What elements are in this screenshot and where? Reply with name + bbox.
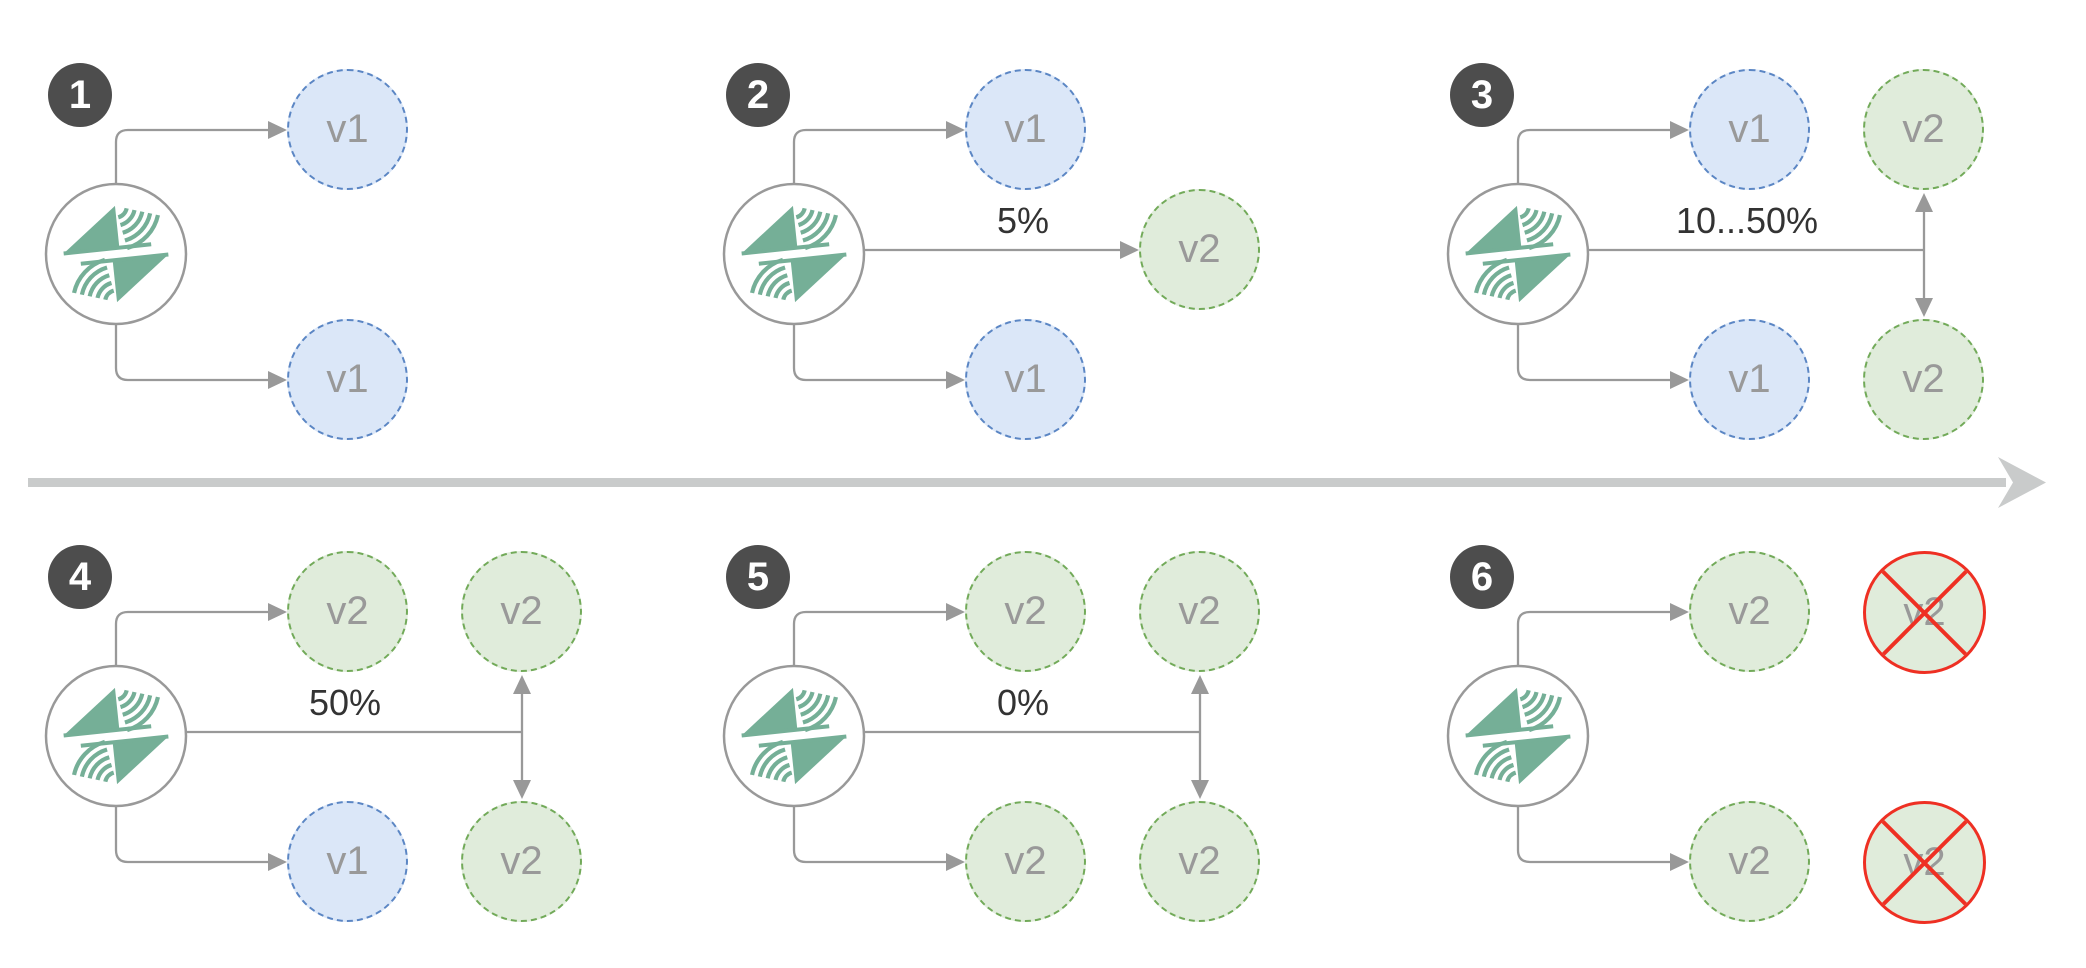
pod-canary-top-deleted: v2 [1863, 551, 1986, 674]
pod-primary-bottom: v1 [287, 801, 408, 922]
pod-primary-bottom: v2 [965, 801, 1086, 922]
flagger-load-balancer-icon [44, 182, 188, 326]
step-3-panel: 3 v1 v1 v2 v2 10...50% [1402, 0, 2086, 460]
pod-label: v2 [1728, 839, 1771, 883]
pod-primary-bottom: v1 [1689, 319, 1810, 440]
step-2-panel: 2 v1 v1 v2 5% [678, 0, 1362, 460]
flagger-load-balancer-icon [44, 664, 188, 808]
step-number: 1 [68, 72, 92, 117]
pod-label: v1 [1728, 107, 1771, 151]
timeline-arrow [28, 457, 2046, 508]
pod-label: v1 [1004, 357, 1047, 401]
flagger-load-balancer-icon [722, 664, 866, 808]
step-number: 3 [1470, 72, 1494, 117]
step-number-badge: 6 [1450, 545, 1514, 609]
step-number-badge: 1 [48, 63, 112, 127]
pod-label: v2 [1902, 107, 1945, 151]
step-number-badge: 5 [726, 545, 790, 609]
flagger-load-balancer-icon [1446, 664, 1590, 808]
pod-canary-top: v2 [1139, 551, 1260, 672]
pod-label: v1 [1728, 357, 1771, 401]
traffic-percentage-label: 0% [996, 682, 1050, 723]
pod-primary-top: v1 [965, 69, 1086, 190]
pod-primary-top: v1 [287, 69, 408, 190]
step-4-panel: 4 v2 v1 v2 v2 50% [0, 482, 684, 942]
pod-label: v1 [326, 107, 369, 151]
pod-canary-bottom: v2 [461, 801, 582, 922]
step-number: 2 [746, 72, 770, 117]
pod-canary: v2 [1139, 189, 1260, 310]
step-6-panel: 6 v2 v2 v2 v2 [1402, 482, 2086, 942]
pod-canary-top: v2 [1863, 69, 1984, 190]
traffic-percentage-label: 5% [996, 200, 1050, 241]
flagger-load-balancer-icon [722, 182, 866, 326]
pod-label: v2 [1728, 589, 1771, 633]
pod-label: v2 [1178, 589, 1221, 633]
pod-canary-bottom-deleted: v2 [1863, 801, 1986, 924]
step-number-badge: 3 [1450, 63, 1514, 127]
flagger-load-balancer-icon [1446, 182, 1590, 326]
pod-label: v1 [1004, 107, 1047, 151]
pod-label: v2 [1902, 357, 1945, 401]
step-number: 5 [746, 554, 770, 599]
pod-canary-top: v2 [461, 551, 582, 672]
pod-primary-top: v2 [1689, 551, 1810, 672]
pod-primary-bottom: v1 [965, 319, 1086, 440]
traffic-percentage-label: 10...50% [1675, 200, 1819, 241]
pod-primary-top: v1 [1689, 69, 1810, 190]
pod-canary-bottom: v2 [1863, 319, 1984, 440]
pod-primary-bottom: v1 [287, 319, 408, 440]
pod-label: v2 [1178, 839, 1221, 883]
pod-label: v2 [326, 589, 369, 633]
pod-label: v2 [500, 839, 543, 883]
step-1-panel: 1 v1 v1 [0, 0, 684, 460]
step-number-badge: 4 [48, 545, 112, 609]
pod-primary-top: v2 [965, 551, 1086, 672]
traffic-percentage-label: 50% [308, 682, 382, 723]
pod-label: v1 [326, 839, 369, 883]
pod-label: v2 [1004, 589, 1047, 633]
step-number-badge: 2 [726, 63, 790, 127]
pod-label: v2 [1004, 839, 1047, 883]
pod-label: v2 [1178, 227, 1221, 271]
pod-label: v1 [326, 357, 369, 401]
step-number: 4 [68, 554, 92, 599]
step-5-panel: 5 v2 v2 v2 v2 0% [678, 482, 1362, 942]
pod-label: v2 [500, 589, 543, 633]
pod-primary-top: v2 [287, 551, 408, 672]
pod-primary-bottom: v2 [1689, 801, 1810, 922]
pod-canary-bottom: v2 [1139, 801, 1260, 922]
step-number: 6 [1470, 554, 1494, 599]
